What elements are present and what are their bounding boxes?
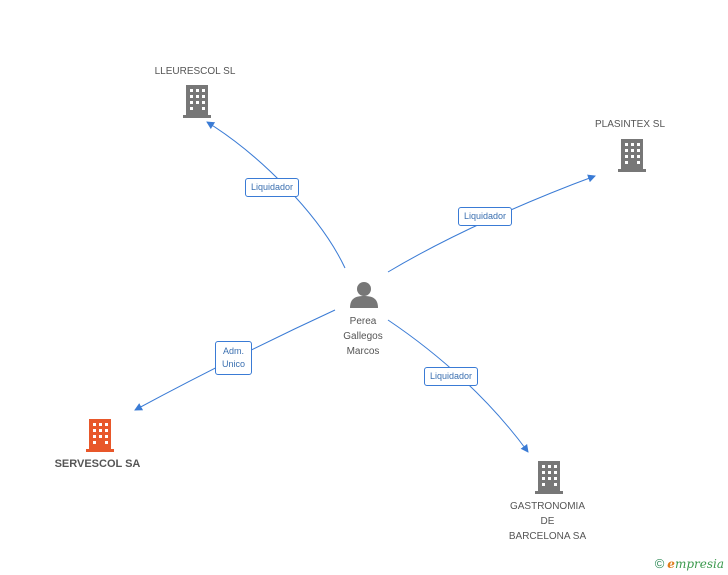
person-name-line: Marcos	[346, 346, 380, 357]
person-icon[interactable]	[350, 282, 378, 308]
edge-gastronomia	[387, 319, 529, 453]
building-icon[interactable]	[535, 461, 563, 494]
edge-label-line: Unico	[222, 359, 246, 369]
building-icon[interactable]	[618, 139, 646, 172]
edge-label-servescol: Adm. Unico	[215, 341, 253, 375]
copyright-icon: ©	[654, 556, 665, 571]
node-label-gastronomia[interactable]: GASTRONOMIA DE BARCELONA SA	[495, 499, 600, 544]
edge-label-plasintex: Liquidador	[458, 207, 513, 226]
person-name-line: Perea	[349, 316, 377, 327]
edge-label-line: Adm.	[223, 346, 245, 356]
node-label-servescol[interactable]: SERVESCOL SA	[54, 458, 141, 470]
edge-label-lleurescol: Liquidador	[245, 178, 300, 197]
center-person-label[interactable]: Perea Gallegos Marcos	[322, 314, 404, 359]
building-icon[interactable]	[183, 85, 211, 118]
building-icon[interactable]	[86, 419, 114, 452]
brand-logo: empresia	[667, 557, 724, 571]
footer-brand[interactable]: ©empresia	[655, 556, 724, 571]
edge-label-gastronomia: Liquidador	[424, 367, 479, 386]
node-label-line: BARCELONA SA	[508, 531, 587, 542]
person-name-line: Gallegos	[343, 331, 383, 342]
node-label-line: GASTRONOMIA	[509, 501, 585, 512]
node-label-plasintex[interactable]: PLASINTEX SL	[594, 119, 666, 130]
node-label-lleurescol[interactable]: LLEURESCOL SL	[154, 66, 236, 77]
node-label-line: DE	[540, 516, 555, 527]
